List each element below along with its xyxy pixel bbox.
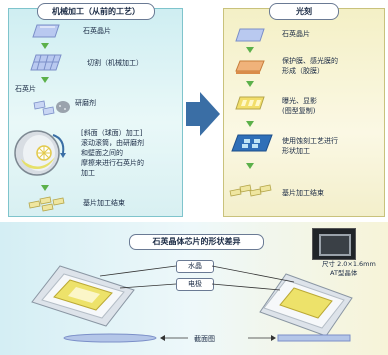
size-label: 尺寸 2.0×1.6mm <box>322 260 376 268</box>
arrow-down-icon <box>246 121 254 127</box>
photo-step-1: 石英晶片 <box>282 30 310 38</box>
left-process-panel: 机械加工（从前的工艺） 石英晶片 切割（机械加工） 石英片 研磨剂 [斜面（球面… <box>8 3 183 217</box>
right-process-panel: 光刻 石英晶片 保护膜、感光膜的 形成（胶膜） 曝光、显影 (图型复制) 使用蚀… <box>223 3 385 217</box>
step-label-wafer: 石英晶片 <box>83 27 111 35</box>
finished-substrates-icon <box>28 196 65 212</box>
photo-step-3a: 曝光、显影 <box>282 97 317 105</box>
coated-wafer-icon <box>235 60 265 74</box>
arrow-down-icon <box>246 81 254 87</box>
big-right-arrow-icon <box>186 92 220 136</box>
etched-crystal-chip-icon <box>259 273 353 337</box>
beveled-crystal-chip-icon <box>31 265 135 327</box>
quartz-piece-label: 石英片 <box>15 85 36 93</box>
etching-wafer-icon <box>231 134 273 152</box>
shape-comparison-section: 石英晶体芯片的形状差异 水晶 电极 尺寸 2.0×1.6mm AT型晶体 截 <box>0 222 388 355</box>
cut-wafer-icon <box>30 54 62 71</box>
left-panel-title: 机械加工（从前的工艺） <box>37 3 155 20</box>
arrow-down-icon <box>41 43 49 49</box>
rolling-barrel-icon <box>14 130 66 176</box>
comparison-title: 石英晶体芯片的形状差异 <box>129 234 264 250</box>
cross-section-beveled-icon <box>63 333 157 343</box>
exposed-pattern-icon <box>235 96 265 110</box>
section-arrows <box>160 335 276 341</box>
arrow-down-icon <box>246 163 254 169</box>
quartz-wafer-icon <box>32 24 60 38</box>
pieces-and-abrasive-icon <box>33 100 70 116</box>
step-label-cutting: 切割（机械加工） <box>87 59 143 67</box>
photo-step-3b: (图型复制) <box>282 107 316 115</box>
right-panel-title: 光刻 <box>269 3 339 20</box>
photo-step-2b: 形成（胶膜） <box>282 67 324 75</box>
abrasive-label: 研磨剂 <box>75 99 96 107</box>
label-leader-lines <box>99 265 295 291</box>
photo-step-4a: 使用蚀刻工艺进行 <box>282 137 338 145</box>
photo-step-4b: 形状加工 <box>282 147 310 155</box>
cross-section-label: 截面图 <box>194 335 215 343</box>
arrow-down-icon <box>246 47 254 53</box>
arrow-down-icon <box>41 77 49 83</box>
product-photo <box>312 228 356 260</box>
type-label: AT型晶体 <box>330 269 358 277</box>
step-label-end: 基片加工结束 <box>83 199 125 207</box>
photo-step-2a: 保护膜、感光膜的 <box>282 57 338 65</box>
photo-step-5: 基片加工结束 <box>282 189 324 197</box>
finished-chips-icon <box>229 184 272 197</box>
crystal-label: 水晶 <box>176 260 214 273</box>
cross-section-etched-icon <box>277 334 351 342</box>
arrow-down-icon <box>41 185 49 191</box>
quartz-wafer-icon <box>235 28 265 42</box>
